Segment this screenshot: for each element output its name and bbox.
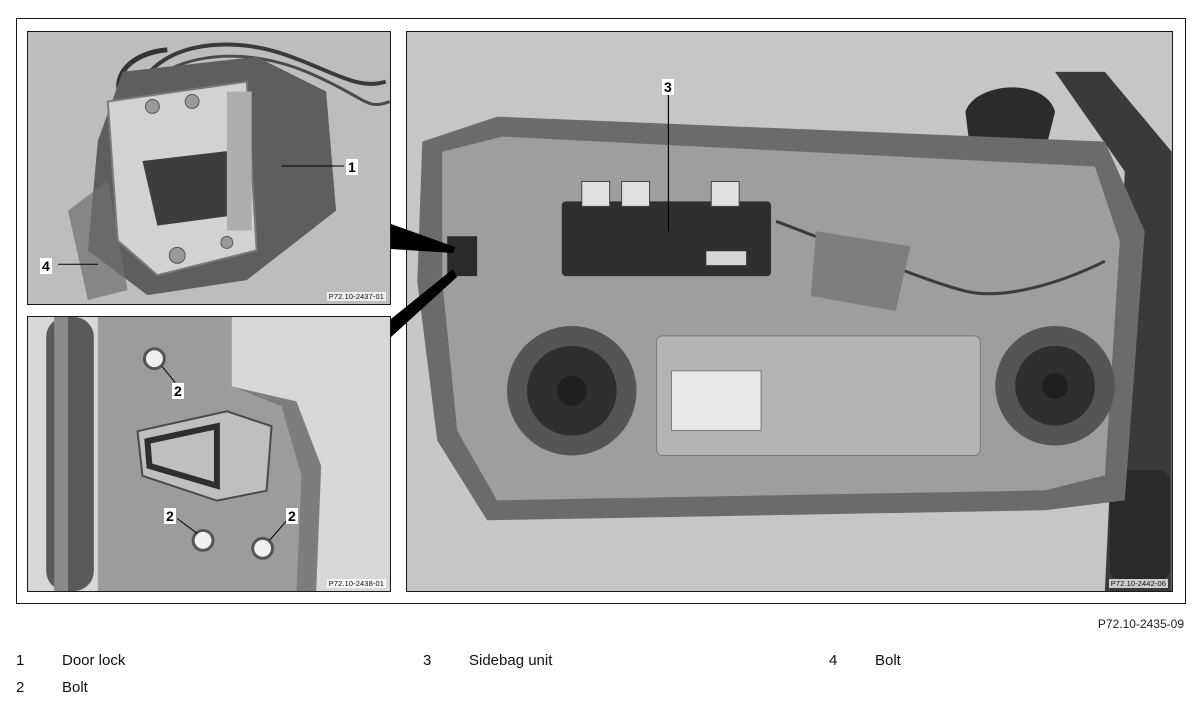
figure-id: P72.10-2435-09 <box>1097 617 1184 631</box>
pillar-bolts-photo: 2 2 2 P72.10-2438-01 <box>27 316 391 592</box>
door-illustration <box>407 32 1172 591</box>
callout-4: 4 <box>40 258 52 274</box>
legend-label: Sidebag unit <box>469 652 553 669</box>
legend-label: Door lock <box>62 652 126 669</box>
door-lock-photo: 1 4 P72.10-2437-01 <box>27 31 391 305</box>
legend-number: 1 <box>16 652 25 669</box>
door-panel-photo: 3 P72.10-2442-06 <box>406 31 1173 592</box>
callout-3: 3 <box>662 79 674 95</box>
callout-1: 1 <box>346 159 358 175</box>
callout-2-lower-right: 2 <box>286 508 298 524</box>
pillar-illustration <box>28 317 390 591</box>
figure-frame: 1 4 P72.10-2437-01 2 2 2 P72.1 <box>16 18 1186 604</box>
legend-label: Bolt <box>875 652 901 669</box>
legend-label: Bolt <box>62 679 88 696</box>
legend-number: 3 <box>423 652 432 669</box>
legend-number: 2 <box>16 679 25 696</box>
door-lock-illustration <box>28 32 390 304</box>
callout-2-upper: 2 <box>172 383 184 399</box>
legend-number: 4 <box>829 652 838 669</box>
panel-ref-code: P72.10-2442-06 <box>1108 579 1168 588</box>
panel-ref-code: P72.10-2438-01 <box>326 579 386 588</box>
panel-ref-code: P72.10-2437-01 <box>326 292 386 301</box>
callout-2-lower-left: 2 <box>164 508 176 524</box>
